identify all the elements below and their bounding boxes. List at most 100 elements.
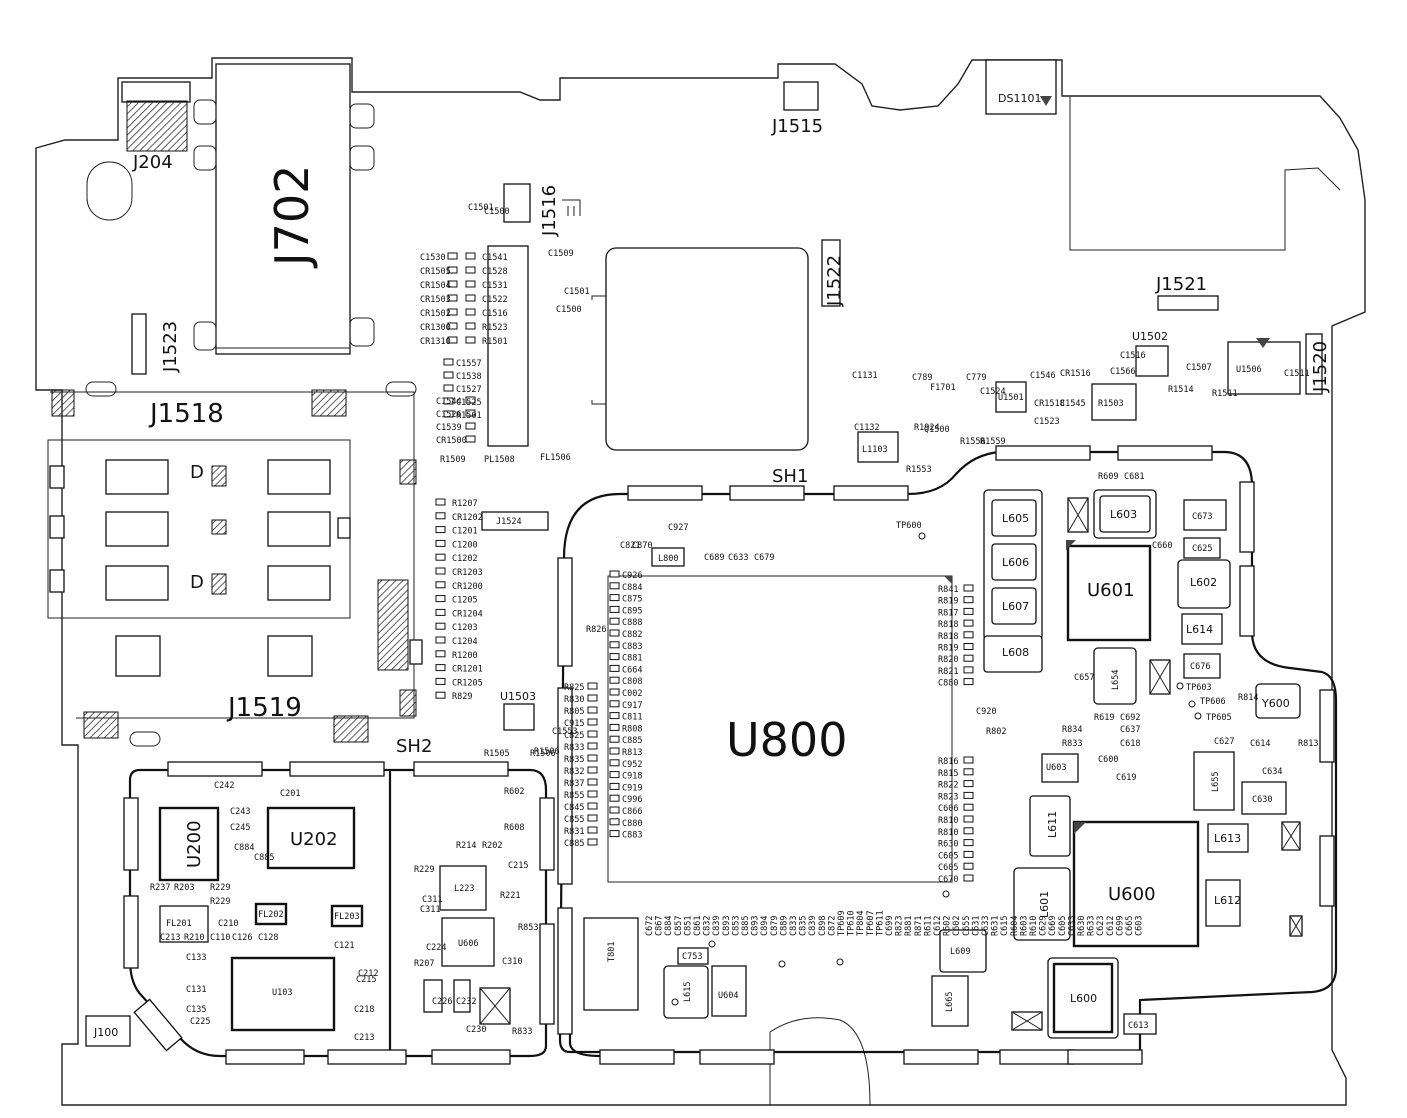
designator-bottom-32: C602 [952, 916, 962, 936]
designator-sh2-4: C884 [234, 843, 254, 853]
pad-col_c-3 [443, 397, 454, 405]
u1501-label: U1501 [998, 393, 1024, 403]
designator-misc-55: R1505 [484, 749, 510, 759]
designator-misc-18: C634 [1262, 767, 1282, 777]
designator-u800_left-7: C881 [622, 654, 642, 664]
designator-u800_right-6: R820 [938, 655, 958, 665]
designator-u800_right2-9: C605 [938, 863, 958, 873]
pad-u800_right-7 [963, 666, 974, 674]
pad-u800_left-1 [609, 582, 620, 590]
designator-sim_col-13: CR1205 [452, 678, 483, 688]
pad-col_b-0 [465, 252, 476, 260]
designator-u800_left-9: C808 [622, 677, 642, 687]
designator-misc-33: R1553 [906, 465, 932, 475]
pad-col_a-1 [447, 266, 458, 274]
pad-col_a-0 [447, 252, 458, 260]
u1501-body [995, 381, 1027, 413]
designator-sh2-30: C215 [508, 861, 528, 871]
designator-u800_left2-6: R835 [564, 755, 584, 765]
pad-sim_col-8 [435, 608, 446, 616]
designator-misc-38: Q1500 [924, 425, 950, 435]
pad-sim_col-3 [435, 539, 446, 547]
designator-col_b-0: C1541 [482, 253, 508, 263]
designator-misc-10: R834 [1062, 725, 1082, 735]
c753-label: C753 [682, 952, 702, 962]
designator-sh2-14: C126 [232, 933, 252, 943]
designator-u800_left-18: C919 [622, 783, 642, 793]
u200-body [158, 806, 220, 882]
designator-u800_right-8: C880 [938, 679, 958, 689]
designator-bottom-51: C603 [1135, 916, 1145, 936]
pad-u800_left-8 [609, 664, 620, 672]
u604-label: U604 [718, 991, 738, 1001]
pad-u800_left-5 [609, 629, 620, 637]
designator-misc-45: C1523 [1034, 417, 1060, 427]
designator-bottom-1: C867 [655, 916, 665, 936]
l602-label: L602 [1190, 576, 1217, 589]
designator-sh2-28: R202 [482, 841, 502, 851]
designator-sh2-21: C212 [358, 969, 378, 979]
designator-bottom-31: R602 [943, 916, 953, 936]
r1503-label: R1503 [1098, 399, 1124, 409]
j1521-body [1157, 295, 1219, 311]
l615-label: L615 [683, 982, 693, 1002]
pad-col_a-6 [447, 336, 458, 344]
j1501-column [487, 245, 529, 447]
designator-sim_col-5: CR1203 [452, 568, 483, 578]
designator-bottom-28: R871 [914, 916, 924, 936]
u800-label: U800 [726, 713, 847, 767]
pad-u800_right-1 [963, 596, 974, 604]
designator-col_a-1: CR1505 [420, 267, 451, 277]
designator-misc-20: TP605 [1206, 713, 1232, 723]
designator-bottom-6: C832 [703, 916, 713, 936]
designator-misc-47: C1516 [1120, 351, 1146, 361]
u103-label: U103 [272, 988, 292, 998]
pad-col_b-2 [465, 280, 476, 288]
u606-label: U606 [458, 939, 478, 949]
pad-col_c-0 [443, 358, 454, 366]
pad-u800_right2-6 [963, 827, 974, 835]
designator-bottom-21: TP610 [847, 910, 857, 936]
designator-sh2-31: R221 [500, 891, 520, 901]
j1521-label: J1521 [1155, 274, 1207, 295]
designator-bottom-24: TP611 [875, 910, 885, 936]
designator-sh2-25: R602 [504, 787, 524, 797]
designator-sh2-16: C133 [186, 953, 206, 963]
designator-misc-17: C614 [1250, 739, 1270, 749]
designator-bottom-14: C889 [779, 916, 789, 936]
j702-label: J702 [265, 165, 319, 269]
designator-bottom-12: C894 [760, 916, 770, 936]
j204-frame [121, 81, 191, 103]
designator-sim_col-11: R1200 [452, 651, 478, 661]
designator-misc-22: R814 [1238, 693, 1258, 703]
designator-sim_col-4: C1202 [452, 554, 478, 564]
designator-col_a-0: C1530 [420, 253, 446, 263]
designator-u800_left-16: C952 [622, 760, 642, 770]
designator-u800_right2-5: R810 [938, 816, 958, 826]
designator-sh2-7: R203 [174, 883, 194, 893]
pad-u800_right2-9 [963, 862, 974, 870]
pad-u800_left-2 [609, 594, 620, 602]
designator-sh2-32: C311 [420, 905, 440, 915]
pad-sim_col-4 [435, 553, 446, 561]
l608-label: L608 [1002, 646, 1029, 659]
designator-sh2-37: C230 [466, 1025, 486, 1035]
fl201-label: FL201 [166, 919, 192, 929]
designator-bottom-5: C861 [693, 916, 703, 936]
designator-bottom-20: TP609 [837, 910, 847, 936]
pad-u800_right2-8 [963, 850, 974, 858]
l611-label: L611 [1046, 811, 1059, 838]
pad-col_b-5 [465, 322, 476, 330]
c625-label: C625 [1192, 544, 1212, 554]
designator-misc-40: R1559 [980, 437, 1006, 447]
u202-body [266, 806, 356, 870]
designator-sim_col-1: CR1202 [452, 513, 483, 523]
designator-bottom-10: C885 [741, 916, 751, 936]
designator-u800_right-0: R841 [938, 585, 958, 595]
designator-bottom-40: R610 [1029, 916, 1039, 936]
designator-misc-28: R619 [1094, 713, 1114, 723]
j204-body [126, 100, 188, 152]
designator-bottom-36: R631 [991, 916, 1001, 936]
